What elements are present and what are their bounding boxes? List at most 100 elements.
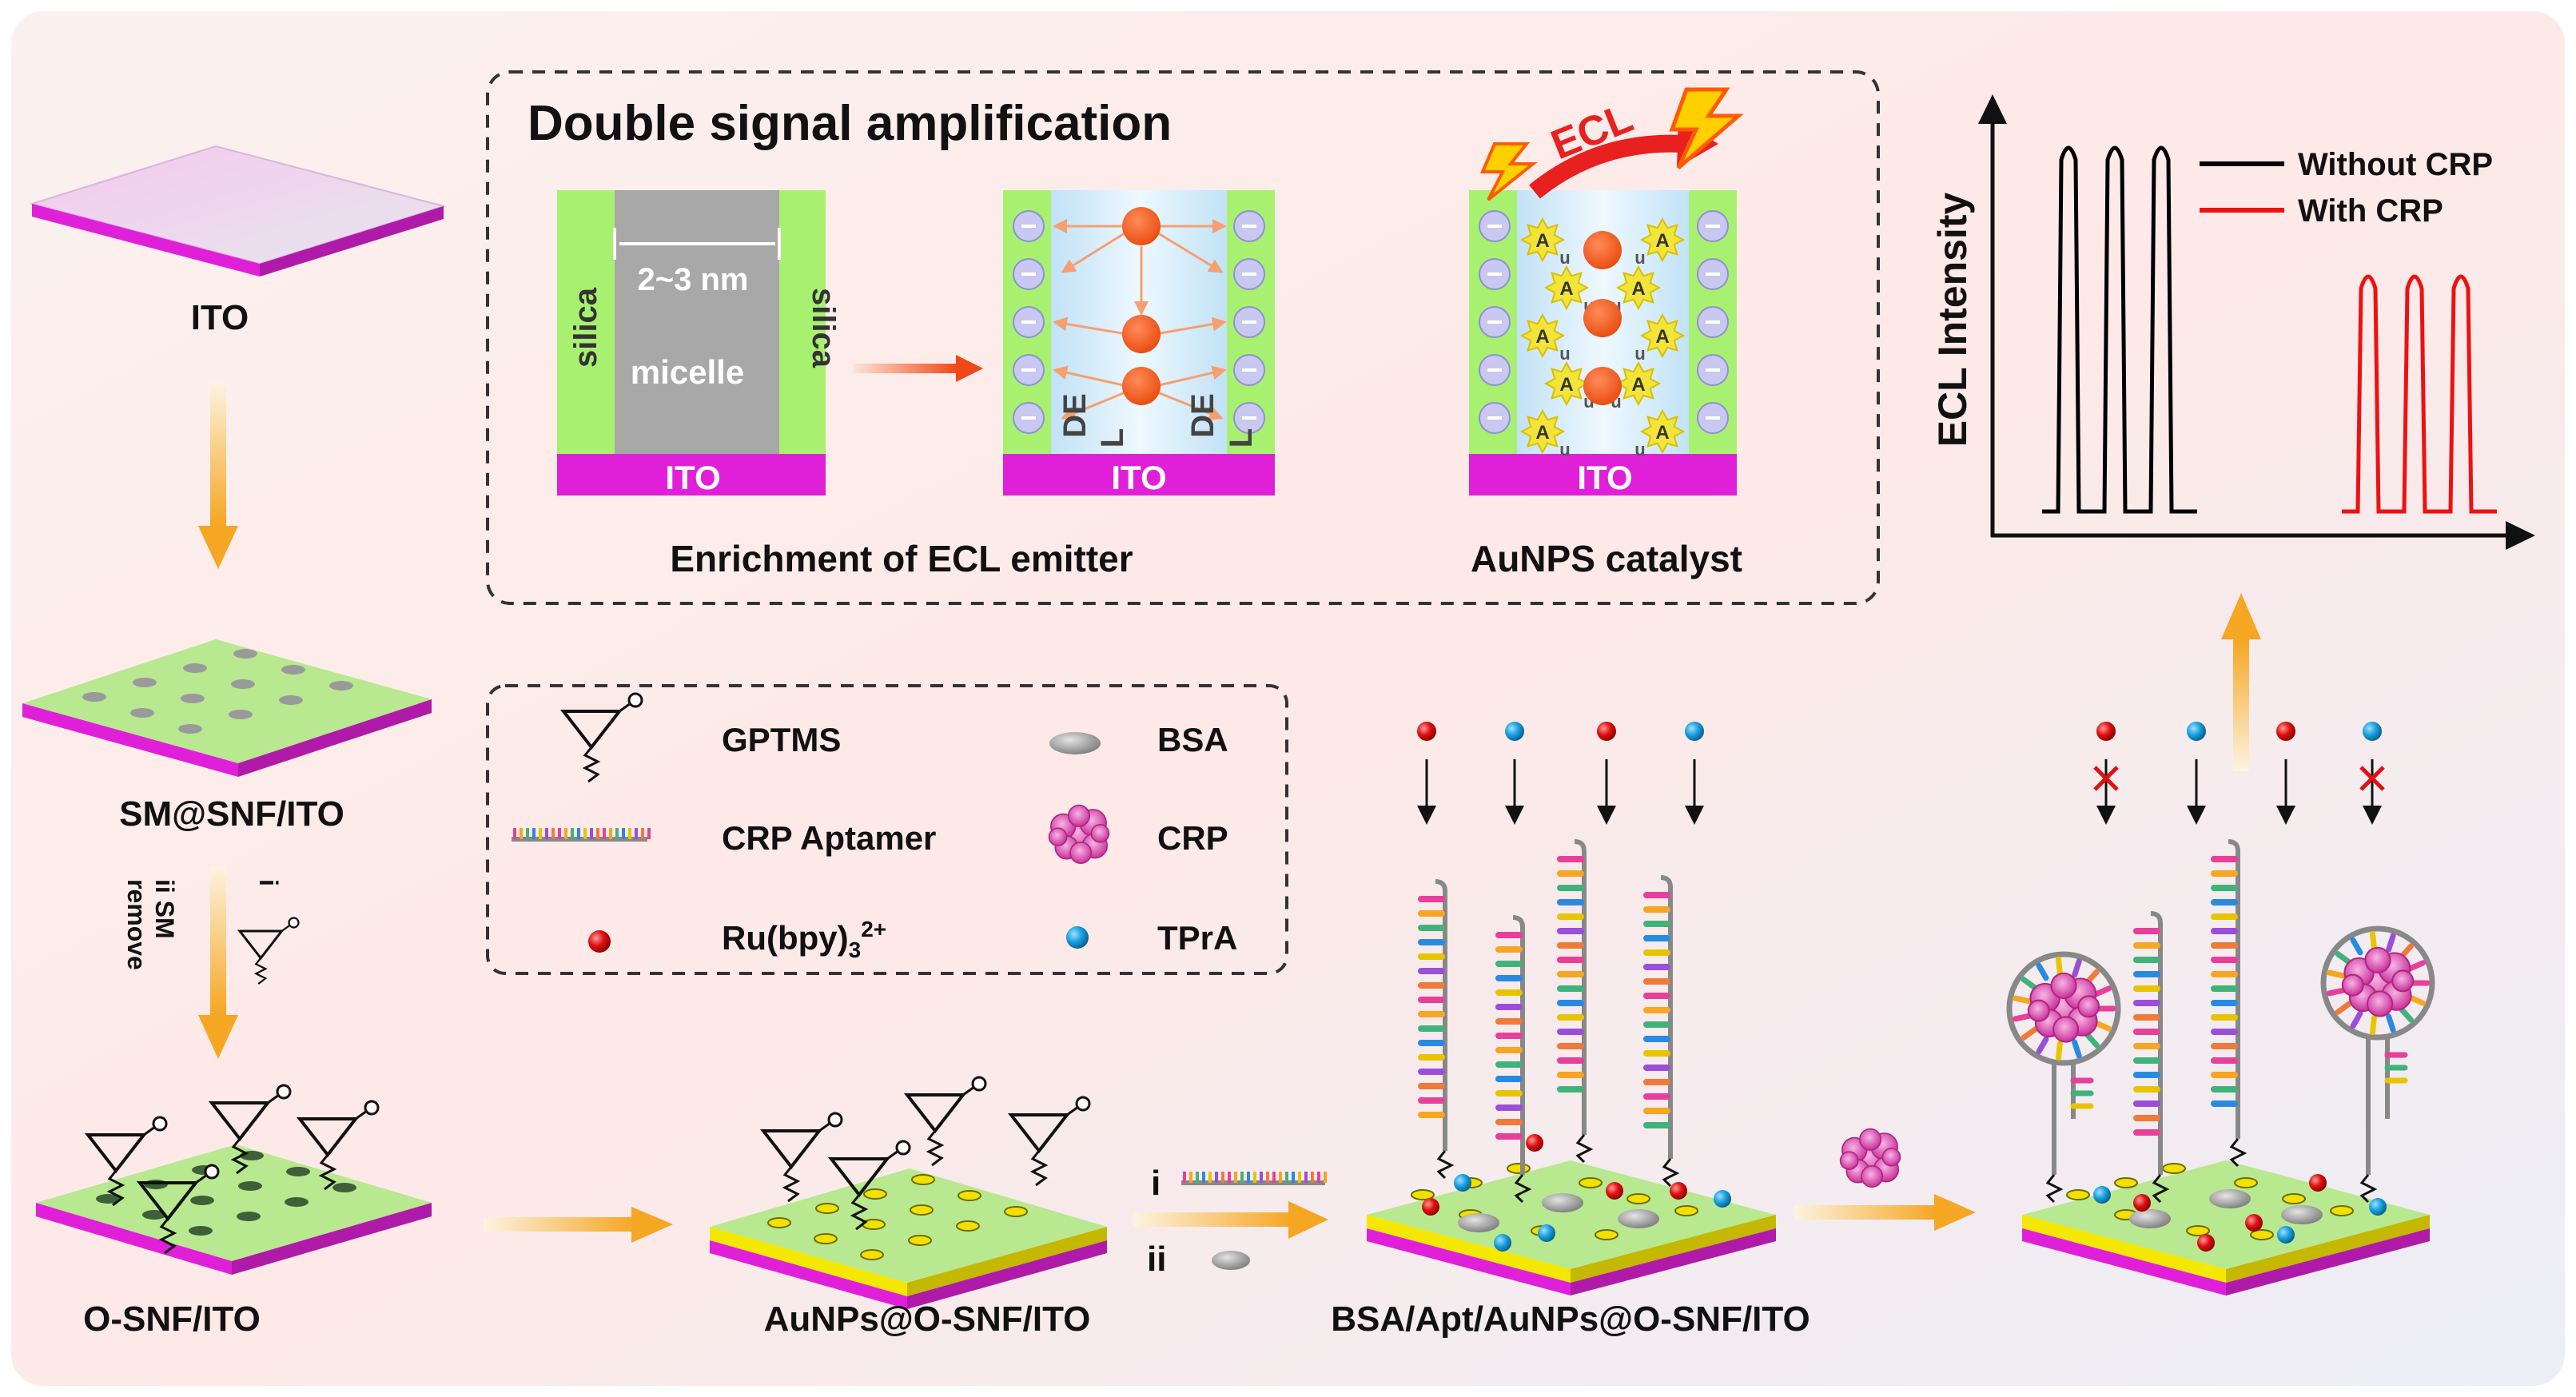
aptamer-mini-shape: [1181, 1172, 1327, 1185]
tpra-icon: [1066, 926, 1089, 949]
crp-legend-shape: [1048, 804, 1110, 865]
aptamer-strand-2: [1495, 915, 1532, 1204]
right-arrow-2-head: [1288, 1201, 1328, 1239]
aunp-star-5: [1639, 217, 1686, 263]
o-snf-pore: [286, 1167, 310, 1176]
amplification-title: Double signal amplification: [528, 96, 1172, 151]
gold-pore-0: [2066, 1189, 2090, 1200]
gold-pore: [956, 1220, 980, 1232]
attraction-arrow-7: [1053, 365, 1128, 388]
aunp-star-2: [1519, 312, 1566, 359]
aunp-label-2: A: [1535, 326, 1549, 348]
aunp-u-label-7: u: [1634, 344, 1645, 364]
bsa-apt-label: BSA/Apt/AuNPs@O-SNF/ITO: [1331, 1299, 1810, 1339]
legend-entry-1: With CRP: [2298, 193, 2443, 229]
tpra-dot-16: [1454, 1174, 1471, 1192]
aunp-u-label-4: u: [1559, 440, 1570, 460]
gold-pore: [860, 1249, 884, 1260]
o-snf-gptms-2: [208, 1084, 292, 1175]
bsa-blob-10: [2209, 1189, 2251, 1208]
aptamer-strands: [1418, 839, 1680, 1204]
snf-pore: [178, 724, 202, 734]
hairpin-left-crp: [2027, 972, 2100, 1043]
ecl-curved-arrow: [1529, 134, 1683, 199]
final-aptamer-1: [2133, 911, 2170, 1204]
legend-ru-base: Ru(bpy): [722, 919, 849, 957]
down-arrow-2: [210, 867, 226, 1015]
right-arrow-1: [484, 1217, 635, 1232]
series-line-0: [2042, 145, 2197, 514]
aunp-label-4: A: [1535, 422, 1549, 444]
aunp-star-0: [1519, 217, 1566, 263]
lightning-icon-left: [1479, 142, 1538, 201]
del-label-left: DE: [1057, 393, 1093, 438]
gold-pore-8: [1595, 1229, 1618, 1240]
legend-ru-sup: 2+: [861, 917, 886, 941]
tpra-dot-17: [2277, 1226, 2295, 1244]
aunps-plate: [710, 1076, 1107, 1309]
del-label-right: DE: [1185, 393, 1220, 438]
ru-dot-13: [2197, 1234, 2215, 1252]
aunp-star-7: [1639, 312, 1686, 359]
ru-dot-14: [1422, 1198, 1439, 1216]
aunps-label: AuNPs@O-SNF/ITO: [764, 1299, 1091, 1339]
snf-pore: [183, 663, 207, 673]
aunp-star-3: [1543, 360, 1590, 407]
aunp-star-6: [1615, 265, 1662, 311]
legend-ru-sub: 3: [849, 937, 862, 962]
o-snf-pore: [285, 1197, 309, 1207]
sm-snf-label: SM@SNF/ITO: [119, 794, 344, 834]
sm-remove-note-1: ii SM: [150, 879, 179, 939]
sm-snf-plate: [22, 639, 432, 777]
o-snf-pore: [190, 1196, 214, 1205]
attraction-arrow-9: [1061, 390, 1128, 420]
final-plate: [2022, 1160, 2430, 1296]
final-probe-molecule-3: [2363, 722, 2382, 741]
bsa-blob-9: [2129, 1209, 2171, 1228]
incoming-molecules: [1417, 722, 1704, 825]
o-snf-label: O-SNF/ITO: [83, 1299, 261, 1339]
lightning-icon-right: [1669, 87, 1744, 169]
o-snf-plate: [36, 1084, 432, 1275]
silica-label-right: silica: [806, 288, 841, 368]
snf-pore: [130, 708, 154, 718]
gold-pore-7: [2186, 1225, 2210, 1236]
gptms-legend-shape: [559, 692, 643, 783]
legend-tpra: TPrA: [1157, 919, 1237, 957]
crp-molecule-arrow: [1839, 1128, 1901, 1188]
gptms-mini: [237, 917, 300, 985]
gold-pore-6: [2330, 1205, 2354, 1216]
aunp-u-label-5: u: [1634, 248, 1645, 268]
aunp-label-0: A: [1535, 230, 1549, 252]
del-label-left-l: L: [1095, 428, 1130, 448]
bsa-icon: [1049, 732, 1101, 754]
gold-pore-4: [1579, 1177, 1603, 1188]
aunp-u-label-0: u: [1559, 248, 1570, 268]
ito-bar-label-2: ITO: [1111, 459, 1166, 496]
gold-pore: [815, 1203, 839, 1214]
tpra-dot-18: [1714, 1190, 1731, 1208]
bsa-blob-11: [1618, 1209, 1659, 1228]
aunp-label-7: A: [1655, 326, 1669, 348]
gold-pore-5: [2282, 1193, 2306, 1204]
aunp-label-1: A: [1559, 278, 1573, 300]
gold-pore: [911, 1174, 935, 1185]
gold-pore: [910, 1204, 934, 1216]
attraction-arrow-6: [1155, 316, 1227, 336]
gold-pore-6: [1674, 1205, 1698, 1216]
up-arrow: [2233, 639, 2249, 771]
step-ii-label: ii: [1147, 1240, 1166, 1279]
down-arrow-2-head: [198, 1015, 238, 1059]
ru-dot-12: [2133, 1194, 2151, 1212]
chart-y-label: ECL Intensity: [1930, 193, 1975, 448]
o-snf-gptms-3: [296, 1100, 380, 1191]
aunp-label-6: A: [1631, 278, 1645, 300]
micelle-label: micelle: [631, 353, 744, 391]
aunp-label-8: A: [1631, 374, 1645, 396]
gold-pore: [1004, 1206, 1028, 1217]
gold-pore: [814, 1233, 838, 1244]
gold-pore-8: [2250, 1229, 2274, 1240]
o-snf-pore: [189, 1226, 213, 1236]
down-arrow-1-head: [198, 526, 238, 569]
o-snf-pore: [238, 1181, 262, 1191]
